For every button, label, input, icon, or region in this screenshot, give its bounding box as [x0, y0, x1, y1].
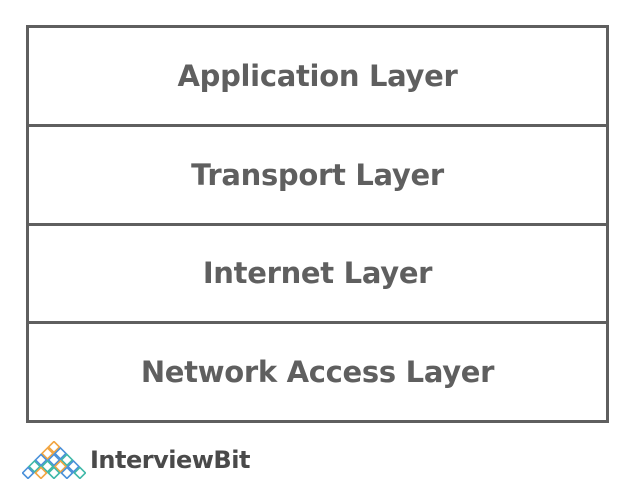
logo-diamond: [22, 466, 35, 479]
logo-diamond: [27, 459, 42, 474]
layer-label: Network Access Layer: [140, 355, 495, 390]
logo-diamond: [60, 453, 74, 467]
interviewbit-diamond-logo-icon: [22, 441, 86, 479]
logo-diamond: [73, 466, 86, 479]
tcp-ip-layer-stack: Application Layer Transport Layer Intern…: [26, 25, 609, 423]
layer-network-access: Network Access Layer: [29, 324, 606, 420]
layer-transport: Transport Layer: [29, 127, 606, 226]
logo-diamond: [53, 446, 68, 461]
logo-diamond: [47, 466, 61, 479]
logo-diamond: [60, 466, 74, 479]
logo-diamond: [47, 453, 61, 467]
logo-diamond: [40, 459, 55, 474]
layer-internet: Internet Layer: [29, 226, 606, 325]
layer-label: Internet Layer: [202, 256, 433, 291]
logo-diamond: [34, 466, 48, 479]
layer-label: Transport Layer: [191, 157, 444, 192]
interviewbit-logo: InterviewBit: [22, 440, 250, 480]
logo-diamond: [34, 453, 48, 467]
brand-name: InterviewBit: [90, 446, 250, 474]
layer-application: Application Layer: [29, 28, 606, 127]
logo-diamond: [66, 459, 81, 474]
layer-label: Application Layer: [177, 58, 458, 93]
logo-diamond: [40, 446, 55, 461]
logo-diamond: [47, 441, 61, 454]
logo-diamond: [53, 459, 68, 474]
